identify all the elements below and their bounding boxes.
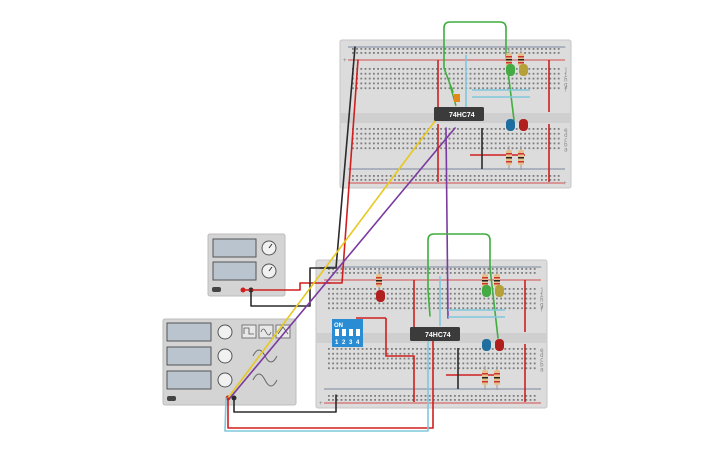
row-letter-d: d [540, 352, 544, 359]
row-letter-d: d [564, 132, 568, 139]
wire-red-fg[interactable] [227, 339, 434, 429]
wires[interactable] [224, 21, 515, 432]
power-supply[interactable] [207, 233, 286, 297]
dip-number-2: 2 [342, 340, 346, 346]
row-letter-g: g [540, 301, 544, 308]
dip-toggle-4[interactable] [356, 329, 360, 336]
top-led-green[interactable] [506, 64, 515, 76]
row-letter-j: j [540, 287, 544, 294]
row-letter-f: f [540, 306, 544, 313]
bot-jumper-red-4[interactable] [385, 318, 415, 402]
bottom-resistor-3[interactable] [482, 366, 488, 390]
bottom-led-blue[interactable] [482, 339, 491, 351]
fg-knob-1[interactable] [217, 324, 233, 340]
wire-green-top-loop[interactable] [443, 21, 515, 121]
wire-purple-vertical[interactable] [445, 127, 449, 319]
dip-toggle-3[interactable] [349, 329, 353, 336]
top-jumper-green-s[interactable] [449, 84, 457, 107]
top-resistor-4[interactable] [518, 146, 524, 170]
row-letter-a: a [564, 146, 568, 153]
top-plus-label-bottom: + [563, 180, 567, 187]
bottom-led-red-left[interactable] [376, 290, 385, 302]
wire-green-bottom-loop[interactable] [427, 233, 499, 339]
wire-red-riser[interactable] [323, 59, 359, 284]
row-letter-c: c [564, 137, 568, 144]
bottom-led-green[interactable] [482, 285, 491, 297]
bottom-board-components[interactable]: ON 1 2 3 4 74HC74 [332, 270, 526, 402]
function-generator[interactable] [162, 318, 297, 406]
row-letter-h: h [540, 297, 544, 304]
row-letter-j: j [564, 67, 568, 74]
wire-red-ps[interactable] [242, 282, 331, 291]
power-switch[interactable] [212, 287, 221, 292]
fg-knob-2[interactable] [217, 348, 233, 364]
bottom-plus-label: + [319, 400, 323, 407]
sine-wave-icon-2 [252, 373, 278, 387]
bottom-chip[interactable] [410, 327, 460, 341]
top-board-components[interactable]: 74HC74 [434, 48, 550, 182]
top-led-red[interactable] [519, 119, 528, 131]
top-plus-label: + [343, 57, 347, 64]
row-letter-e: e [564, 127, 568, 134]
bottom-resistor-4[interactable] [494, 366, 500, 390]
row-letter-e: e [540, 347, 544, 354]
wire-yellow[interactable] [227, 116, 439, 399]
top-led-yellow[interactable] [519, 64, 528, 76]
top-led-blue[interactable] [506, 119, 515, 131]
bottom-minus-label: - [539, 264, 543, 271]
top-small-component[interactable] [454, 94, 460, 102]
row-letter-a: a [540, 366, 544, 373]
dip-toggle-2[interactable] [342, 329, 346, 336]
dip-toggle-1[interactable] [335, 329, 339, 336]
bottom-chip-label: 74HC74 [425, 332, 451, 339]
bottom-led-red[interactable] [495, 339, 504, 351]
bottom-resistor-left[interactable] [376, 270, 382, 292]
top-chip-label: 74HC74 [449, 112, 475, 119]
wire-purple[interactable] [229, 127, 456, 399]
power-supply-display-2 [212, 261, 257, 281]
power-supply-display-1 [212, 238, 257, 258]
fg-knob-3[interactable] [217, 372, 233, 388]
top-breadboard-holes[interactable] [352, 48, 560, 181]
wire-cyan-fg[interactable] [224, 337, 429, 432]
row-letter-f: f [564, 86, 568, 93]
row-letter-i: i [564, 72, 568, 79]
dip-on-label: ON [334, 323, 343, 329]
dip-switch[interactable]: ON 1 2 3 4 [332, 319, 363, 347]
wire-black-ps[interactable] [250, 267, 331, 307]
row-letter-g: g [564, 81, 568, 88]
fg-display-3 [166, 370, 212, 390]
row-letter-c: c [540, 357, 544, 364]
dip-number-4: 4 [356, 340, 360, 346]
top-resistor-3[interactable] [506, 146, 512, 170]
dip-number-3: 3 [349, 340, 353, 346]
top-minus-label: - [563, 44, 567, 51]
wire-black-fg[interactable] [233, 394, 337, 413]
bottom-led-yellow[interactable] [495, 285, 504, 297]
top-chip[interactable] [434, 107, 484, 121]
fg-power-switch[interactable] [167, 396, 176, 401]
fg-display-2 [166, 346, 212, 366]
row-letter-h: h [564, 77, 568, 84]
fg-display-1 [166, 322, 212, 342]
row-letter-i: i [540, 292, 544, 299]
row-letter-b: b [564, 141, 568, 148]
dip-number-1: 1 [335, 340, 339, 346]
row-letter-b: b [540, 361, 544, 368]
